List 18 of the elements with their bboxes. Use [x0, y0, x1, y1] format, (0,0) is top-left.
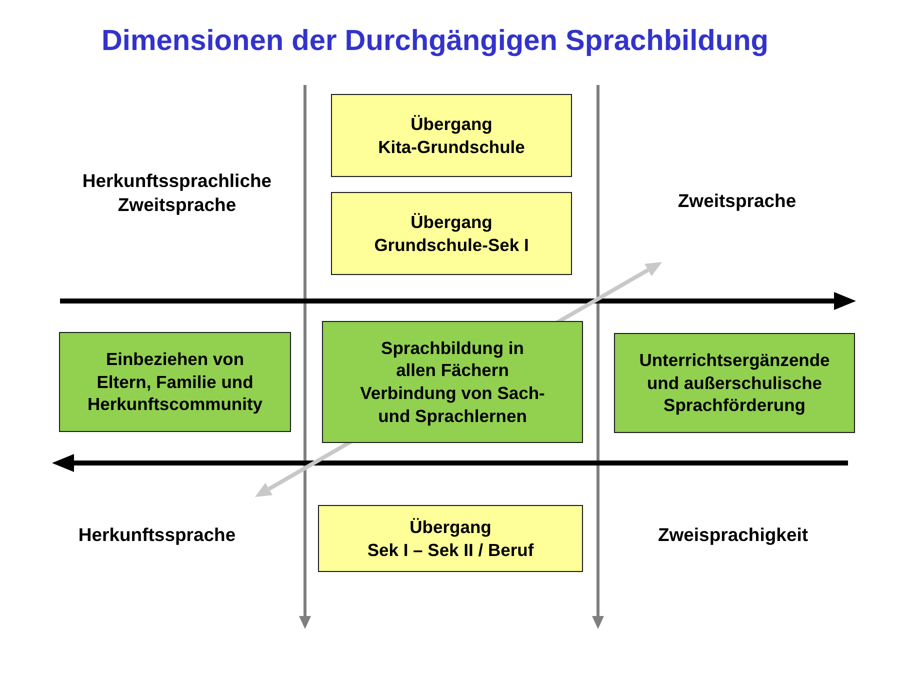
- node-text: Übergang Kita-Grundschule: [377, 112, 526, 158]
- node-text: Übergang Sek I – Sek II / Beruf: [366, 516, 535, 562]
- process-box: [331, 192, 572, 275]
- axis-label: Zweisprachigkeit: [658, 522, 808, 547]
- node-text: Verbindung von Sach- und Sprachlernen: [359, 382, 546, 428]
- axis-label: Herkunftssprachliche Zweitsprache: [81, 168, 273, 217]
- node-text: Sprachbildung in allen Fächern: [380, 336, 525, 382]
- diagram-title: Dimensionen der Durchgängigen Sprachbildung: [101, 24, 769, 59]
- process-box: [318, 505, 583, 572]
- process-box: [59, 332, 291, 432]
- process-box: [322, 321, 583, 443]
- node-text: Übergang Grundschule-Sek I: [373, 210, 530, 256]
- axis-label: Herkunftssprache: [78, 522, 236, 547]
- node-text: Einbeziehen von Eltern, Familie und Herkunftscommunity: [86, 348, 264, 416]
- axis-label: Zweitsprache: [678, 188, 796, 213]
- process-box: [331, 94, 572, 177]
- process-box: [614, 333, 855, 433]
- node-text: Unterrichtsergänzende und außerschulische Sprachförderung: [638, 348, 831, 418]
